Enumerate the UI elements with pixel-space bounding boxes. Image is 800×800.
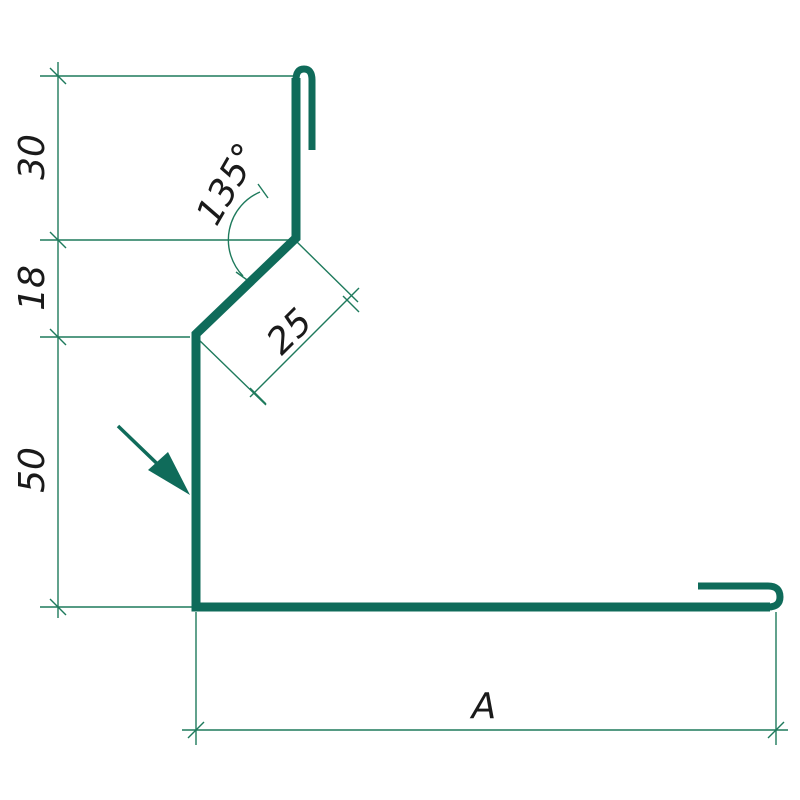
indicator-arrow (116, 424, 190, 495)
dimension-label-bend-angle: 135° (189, 136, 268, 232)
top-hem (292, 65, 316, 150)
arrow-head (148, 452, 190, 495)
width-tick-right (767, 721, 785, 739)
width-dimension (182, 612, 788, 745)
dimension-label-slope-length: 25 (259, 301, 320, 362)
slope-tick-lower (249, 387, 267, 405)
vertical-dimension-chain (40, 62, 296, 618)
dimension-label-width: A (470, 686, 497, 727)
tick-bottom (49, 598, 67, 616)
slope-tick-upper (342, 295, 360, 313)
dimension-label-slope-height: 18 (12, 265, 53, 311)
slope-dimension-line (249, 287, 360, 398)
angle-arc (227, 191, 261, 277)
slope-dimension (195, 239, 360, 406)
right-hem (698, 582, 784, 611)
slope-extension-upper (294, 239, 359, 303)
tick-bend-upper (49, 231, 67, 249)
dimension-label-top-height: 30 (12, 134, 53, 180)
tick-bend-lower (49, 328, 67, 346)
profile-body (191, 78, 770, 612)
dimension-label-bottom-height: 50 (12, 447, 53, 493)
tick-top (49, 67, 67, 85)
angle-tick-upper (257, 183, 269, 199)
flashing-profile (191, 65, 784, 612)
width-tick-left (187, 721, 205, 739)
slope-extension-lower (195, 336, 267, 406)
